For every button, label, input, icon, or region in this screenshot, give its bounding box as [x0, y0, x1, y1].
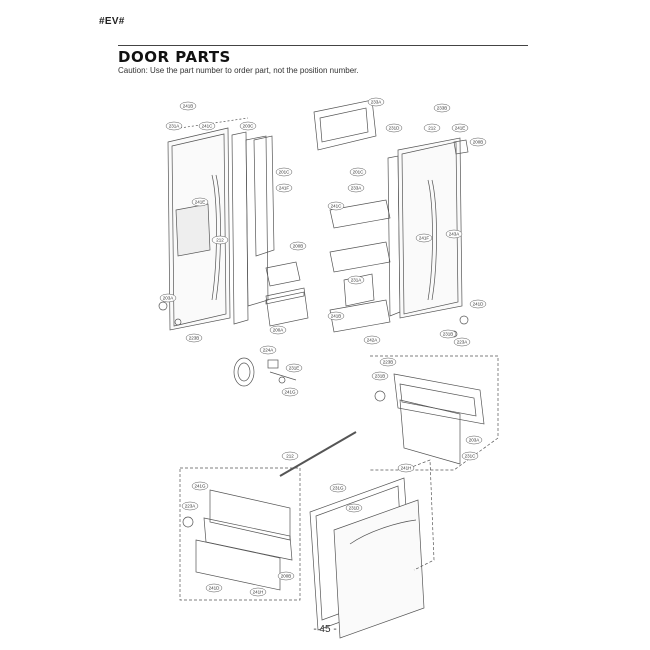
callout-label: 231B: [443, 332, 454, 337]
callout-label: 242A: [367, 338, 378, 343]
callout-label: 241F: [279, 186, 290, 191]
callout-label: 203C: [243, 124, 255, 129]
callout-label: 231D: [389, 126, 401, 131]
callout-label: 233B: [437, 106, 448, 111]
callout-label: 200B: [473, 140, 484, 145]
callout-label: 233A: [351, 186, 362, 191]
callout-label: 241G: [194, 484, 206, 489]
callout-label: 231D: [349, 506, 361, 511]
callout-label: 241B: [331, 314, 342, 319]
callout-label: 233A: [371, 100, 382, 105]
callout-label: 200B: [293, 244, 304, 249]
callout-label: 241C: [202, 124, 214, 129]
callout-label: 223A: [457, 340, 468, 345]
page-number: - 45 -: [313, 624, 337, 635]
right-door-assembly: [387, 137, 469, 319]
callout-label: 212: [286, 454, 294, 459]
callout-label: 243A: [449, 232, 460, 237]
callout-bubbles: [159, 97, 487, 597]
callout-label: 241H: [253, 590, 264, 595]
callout-label: 223B: [189, 336, 200, 341]
callout-label: 201C: [279, 170, 291, 175]
callout-label: 212: [216, 238, 224, 243]
small-parts: [158, 301, 469, 387]
callout-label: 231A: [169, 124, 180, 129]
callout-label: 241F: [419, 236, 430, 241]
caution-note: Caution: Use the part number to order pa…: [118, 66, 359, 75]
callout-label: 223B: [383, 360, 394, 365]
callout-label: 203A: [163, 296, 174, 301]
callout-label: 241E: [195, 200, 206, 205]
callout-label: 241D: [473, 302, 485, 307]
left-door-assembly: [167, 117, 275, 331]
top-bin: [313, 99, 377, 151]
document-code: #EV#: [99, 16, 125, 27]
upper-drawer-box: [370, 355, 499, 471]
callout-label: 200B: [281, 574, 292, 579]
callout-label: 203A: [469, 438, 480, 443]
callout-label: 241E: [455, 126, 466, 131]
callout-label: 223A: [185, 504, 196, 509]
callout-label: 241H: [401, 466, 412, 471]
callout-label: 231C: [465, 454, 477, 459]
callout-labels: 241B 231A 241C 203C 201C 241F 241E 212 2…: [163, 100, 484, 595]
callout-label: 231G: [332, 486, 344, 491]
callout-label: 241B: [183, 104, 194, 109]
callout-label: 241C: [331, 204, 343, 209]
callout-label: 201C: [353, 170, 365, 175]
left-door-bins: [265, 261, 309, 327]
callout-label: 200A: [273, 328, 284, 333]
freezer-door: [309, 459, 435, 639]
callout-label: 231A: [351, 278, 362, 283]
callout-label: 241G: [284, 390, 296, 395]
lower-drawer-box: [179, 467, 301, 601]
callout-label: 231B: [375, 374, 386, 379]
callout-label: 224A: [263, 348, 274, 353]
header-rule: [118, 45, 528, 46]
callout-label: 231E: [289, 366, 300, 371]
right-door-bins: [329, 199, 391, 333]
callout-label: 241D: [209, 586, 221, 591]
callout-label: 212: [428, 126, 436, 131]
page-title: DOOR PARTS: [118, 48, 231, 66]
